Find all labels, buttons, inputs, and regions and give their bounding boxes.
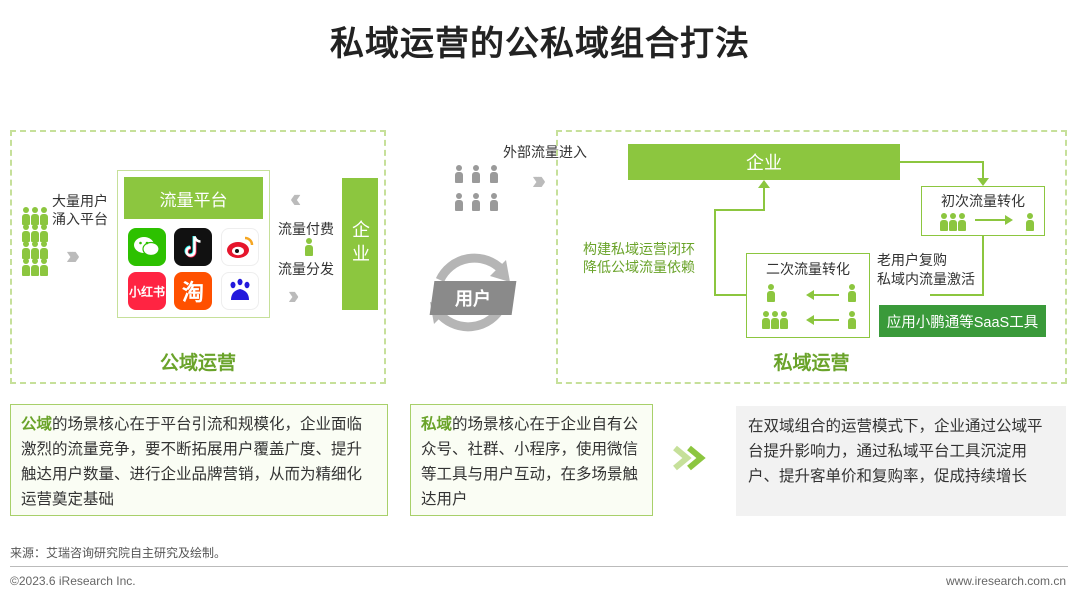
copyright: ©2023.6 iResearch Inc. bbox=[10, 574, 136, 588]
douyin-icon bbox=[174, 228, 212, 266]
website-link[interactable]: www.iresearch.com.cn bbox=[945, 574, 1066, 588]
connector-line bbox=[763, 186, 765, 211]
users-label-line2: 涌入平台 bbox=[52, 211, 108, 227]
person-icon bbox=[846, 284, 856, 302]
loop-label-line2: 降低公域流量依赖 bbox=[583, 259, 695, 275]
chevron-right-icon: ›› bbox=[288, 280, 300, 310]
person-icon bbox=[303, 238, 313, 256]
enterprise-box-public: 企业 bbox=[342, 178, 378, 310]
arrow-down-icon bbox=[977, 178, 989, 186]
private-domain-panel bbox=[556, 130, 1067, 384]
user-label: 用户 bbox=[455, 289, 491, 309]
person-icon bbox=[765, 284, 775, 302]
chevron-left-icon: ‹‹ bbox=[290, 183, 302, 213]
traffic-dist-label: 流量分发 bbox=[278, 261, 334, 277]
crowd-icon bbox=[20, 207, 50, 276]
wechat-icon bbox=[128, 228, 166, 266]
arrow-left-icon bbox=[806, 290, 814, 300]
user-badge: 用户 bbox=[429, 281, 517, 315]
connector-line bbox=[982, 236, 984, 296]
private-domain-footer: 私域运营 bbox=[773, 353, 850, 374]
users-label-line1: 大量用户 bbox=[52, 193, 108, 209]
page-title: 私域运营的公私域组合打法 bbox=[330, 25, 750, 63]
chevron-right-icon bbox=[671, 444, 715, 477]
source-note: 来源：艾瑞咨询研究院自主研究及绘制。 bbox=[10, 546, 227, 560]
connector-line bbox=[714, 209, 716, 296]
baidu-icon bbox=[221, 272, 259, 310]
arrow-up-icon bbox=[758, 180, 770, 188]
public-highlight: 公域 bbox=[21, 416, 53, 433]
old-users-line2: 私域内流量激活 bbox=[877, 271, 975, 287]
enterprise-label-public: 企业 bbox=[350, 220, 370, 268]
public-domain-panel bbox=[10, 130, 386, 384]
public-domain-footer: 公域运营 bbox=[159, 353, 236, 374]
public-domain-note: 公域的场景核心在于平台引流和规模化，企业面临激烈的流量竞争，要不断拓展用户覆盖广… bbox=[10, 404, 388, 516]
person-icon bbox=[846, 311, 856, 329]
taobao-icon: 淘 bbox=[174, 272, 212, 310]
old-users-label: 老用户复购 私域内流量激活 bbox=[877, 251, 975, 289]
saas-tool-badge: 应用小鹏通等SaaS工具 bbox=[879, 305, 1046, 337]
users-to-user-icon bbox=[938, 213, 966, 231]
arrow-left-icon bbox=[806, 315, 814, 325]
platform-title: 流量平台 bbox=[124, 177, 263, 219]
connector-line bbox=[900, 161, 984, 163]
chevron-right-icon: ››› bbox=[532, 165, 546, 195]
second-conversion-label: 二次流量转化 bbox=[766, 261, 850, 277]
external-traffic-label: 外部流量进入 bbox=[503, 144, 587, 160]
conclusion-note: 在双域组合的运营模式下，企业通过公域平台提升影响力，通过私域平台工具沉淀用户、提… bbox=[736, 406, 1066, 516]
users-label: 大量用户 涌入平台 bbox=[52, 192, 108, 228]
first-conversion-label: 初次流量转化 bbox=[941, 193, 1025, 209]
private-highlight: 私域 bbox=[421, 416, 453, 433]
traffic-pay-label: 流量付费 bbox=[278, 221, 334, 237]
loop-label: 构建私域运营闭环 降低公域流量依赖 bbox=[583, 240, 695, 276]
person-icon bbox=[1024, 213, 1034, 231]
xiaohongshu-text: 小红书 bbox=[128, 284, 165, 299]
private-note-text: 的场景核心在于企业自有公众号、社群、小程序，使用微信等工具与用户互动，在多场景触… bbox=[421, 416, 639, 508]
weibo-icon bbox=[221, 228, 259, 266]
users-icon bbox=[760, 311, 788, 329]
loop-label-line1: 构建私域运营闭环 bbox=[583, 241, 695, 257]
chevron-right-icon: ››› bbox=[66, 240, 80, 270]
arrow-right-icon bbox=[975, 219, 1007, 221]
footer-divider bbox=[10, 566, 1068, 567]
taobao-text: 淘 bbox=[181, 280, 204, 305]
enterprise-box-private: 企业 bbox=[628, 144, 900, 180]
user-group-icon bbox=[453, 165, 501, 213]
xiaohongshu-icon: 小红书 bbox=[128, 272, 166, 310]
connector-line bbox=[714, 209, 764, 211]
connector-line bbox=[982, 161, 984, 183]
arrow-left-icon bbox=[813, 294, 839, 296]
connector-line bbox=[714, 294, 746, 296]
arrow-left-icon bbox=[813, 319, 839, 321]
arrow-right-icon bbox=[1005, 215, 1013, 225]
old-users-line1: 老用户复购 bbox=[877, 252, 947, 268]
private-domain-note: 私域的场景核心在于企业自有公众号、社群、小程序，使用微信等工具与用户互动，在多场… bbox=[410, 404, 653, 516]
connector-line bbox=[930, 294, 984, 296]
public-note-text: 的场景核心在于平台引流和规模化，企业面临激烈的流量竞争，要不断拓展用户覆盖广度、… bbox=[21, 416, 363, 508]
